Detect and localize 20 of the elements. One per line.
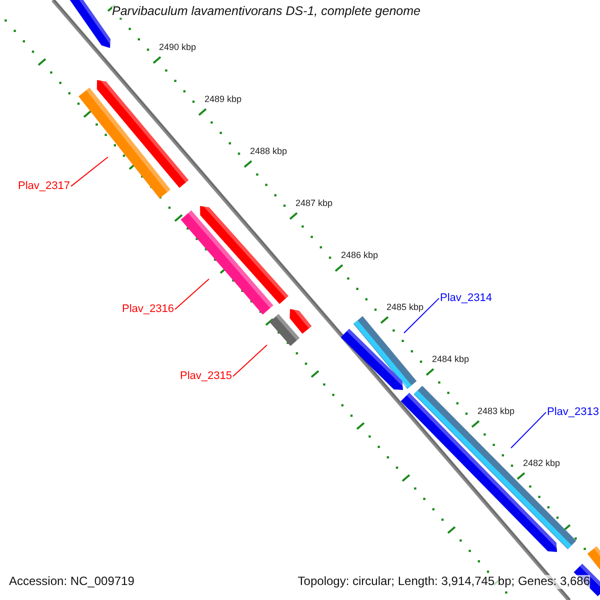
scale-label: 2488 kbp [250, 146, 288, 156]
scale-label: 2482 kbp [523, 458, 560, 468]
scale-label: 2484 kbp [432, 354, 470, 364]
gene-label: Plav_2315 [180, 370, 232, 383]
leader-line [70, 156, 108, 187]
leader-line [510, 412, 546, 448]
gene-label: Plav_2313 [547, 406, 599, 419]
scale-label: 2485 kbp [386, 302, 424, 312]
scale-label: 2487 kbp [296, 198, 333, 208]
scale-label: 2490 kbp [159, 42, 196, 52]
gene-label: Plav_2316 [122, 303, 174, 316]
footer-info-text: Accession: NC_009719 [9, 575, 134, 589]
leader-line [404, 298, 440, 334]
scale-label: 2489 kbp [204, 94, 242, 104]
leader-line [232, 344, 268, 377]
gene-label: Plav_2314 [440, 292, 492, 305]
gene-label: Plav_2317 [18, 180, 70, 193]
scale-label: 2483 kbp [478, 406, 515, 416]
scale-label: 2486 kbp [341, 250, 378, 260]
leader-line [174, 278, 210, 310]
